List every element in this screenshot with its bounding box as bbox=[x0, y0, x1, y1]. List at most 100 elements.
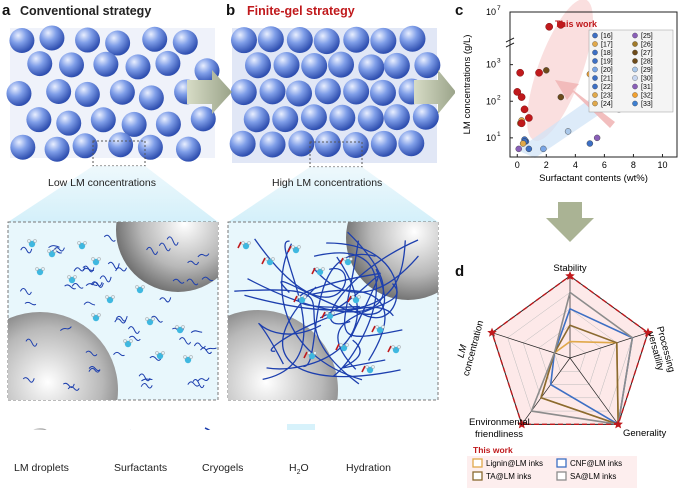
legend-marker bbox=[632, 92, 638, 98]
y-axis-label: LM concentrations (g/L) bbox=[462, 35, 473, 135]
legend-marker bbox=[632, 100, 638, 107]
radar-axis-label: friendliness bbox=[475, 429, 523, 440]
droplet bbox=[175, 136, 201, 162]
surfactant bbox=[200, 347, 212, 355]
water bbox=[392, 346, 400, 354]
water bbox=[292, 246, 300, 254]
surfactant bbox=[140, 383, 153, 389]
surfactant bbox=[179, 337, 191, 345]
this-work-point bbox=[517, 93, 526, 101]
surfactant bbox=[127, 326, 140, 334]
droplet bbox=[75, 27, 101, 53]
legend-marker bbox=[592, 49, 598, 56]
y-tick-exp: 7 bbox=[497, 5, 501, 12]
illustration-ab bbox=[6, 25, 455, 430]
cryogel-fiber bbox=[258, 322, 322, 365]
surfactant bbox=[187, 381, 200, 387]
droplet bbox=[142, 26, 168, 52]
reference-point bbox=[515, 145, 522, 153]
water bbox=[28, 240, 36, 248]
radar-legend-label: This work bbox=[473, 445, 513, 455]
panel-letter-b: b bbox=[226, 2, 236, 19]
radar-grid bbox=[522, 308, 618, 399]
this-work-point bbox=[516, 68, 524, 77]
legend-label: [30] bbox=[641, 76, 653, 83]
water bbox=[308, 352, 316, 360]
radar-grid bbox=[538, 324, 602, 385]
x-tick-label: 2 bbox=[544, 160, 549, 170]
droplet bbox=[10, 134, 36, 160]
zoom-panel-a bbox=[7, 221, 219, 401]
droplet bbox=[343, 78, 370, 105]
water bbox=[92, 314, 100, 322]
radar-legend-marker bbox=[556, 458, 567, 468]
surfactant bbox=[20, 246, 33, 254]
panel-letter-a: a bbox=[2, 2, 11, 19]
legend-box bbox=[588, 29, 674, 113]
surfactant bbox=[60, 326, 72, 331]
water bbox=[376, 326, 384, 334]
sphere-icon bbox=[33, 428, 47, 430]
droplet bbox=[329, 104, 356, 131]
surfactant bbox=[205, 347, 217, 351]
arrow-c-to-d bbox=[546, 202, 594, 242]
droplet bbox=[137, 134, 163, 160]
surfactant bbox=[201, 276, 214, 282]
water bbox=[146, 318, 154, 326]
surfactant bbox=[64, 284, 76, 290]
water bbox=[298, 296, 306, 304]
radar-legend-label: CNF@LM inks bbox=[570, 459, 622, 468]
droplet bbox=[125, 54, 151, 80]
radar-legend-marker bbox=[556, 471, 567, 481]
caption-b: High LM concentrations bbox=[272, 177, 383, 189]
droplet bbox=[244, 52, 271, 79]
water bbox=[78, 242, 86, 250]
cryogel-fiber bbox=[254, 238, 347, 298]
this-work-point bbox=[545, 22, 554, 31]
legend-label: [16] bbox=[601, 33, 613, 40]
surfactant bbox=[115, 315, 128, 322]
surfactant bbox=[50, 249, 63, 254]
surfactant bbox=[90, 281, 103, 287]
water bbox=[68, 276, 76, 284]
droplet bbox=[190, 106, 216, 132]
legend-label: [25] bbox=[641, 33, 653, 40]
reference-point bbox=[564, 128, 572, 135]
legend-marker bbox=[632, 49, 638, 56]
x-tick-label: 10 bbox=[657, 160, 667, 170]
surfactant bbox=[186, 278, 199, 286]
surfactant bbox=[138, 373, 151, 382]
cryogel-fiber bbox=[313, 252, 377, 377]
surfactant bbox=[128, 335, 141, 342]
droplet bbox=[230, 79, 257, 106]
droplet bbox=[399, 25, 426, 52]
water bbox=[136, 286, 144, 294]
droplet bbox=[314, 78, 341, 105]
arrow-b-to-c bbox=[414, 70, 455, 114]
legend-label: [31] bbox=[641, 84, 653, 91]
surfactant bbox=[190, 330, 203, 334]
surfactant bbox=[114, 318, 127, 324]
droplet bbox=[9, 27, 35, 53]
droplet bbox=[6, 81, 32, 107]
legend-marker bbox=[592, 66, 598, 73]
droplet bbox=[105, 30, 131, 56]
droplet bbox=[370, 27, 397, 54]
water bbox=[106, 296, 114, 304]
funnel-a bbox=[8, 166, 218, 222]
water bbox=[124, 340, 132, 348]
funnel-b bbox=[228, 167, 438, 222]
panel-a-title: Conventional strategy bbox=[20, 4, 152, 18]
cryogel-fiber bbox=[234, 289, 360, 385]
droplet bbox=[58, 52, 84, 78]
cryogel-fiber bbox=[342, 339, 386, 369]
surfactant bbox=[88, 365, 101, 372]
droplet bbox=[39, 25, 65, 51]
reference-point bbox=[525, 145, 533, 153]
droplet bbox=[414, 52, 441, 79]
plot-frame bbox=[509, 11, 678, 158]
water bbox=[366, 366, 374, 374]
zoom-panel-b bbox=[227, 221, 439, 401]
radar-legend-marker bbox=[472, 471, 483, 481]
